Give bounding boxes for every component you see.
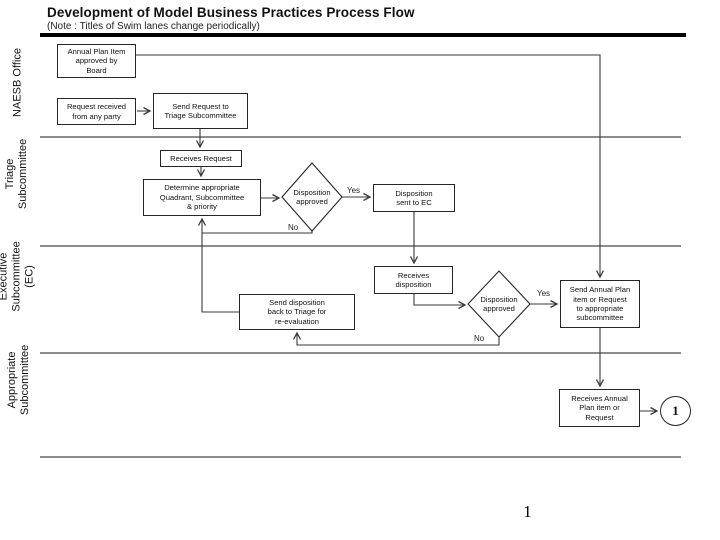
- decision-diamond-triage: [281, 162, 343, 232]
- node-receives-disposition: Receives disposition: [374, 266, 453, 294]
- offpage-connector-number: 1: [672, 403, 679, 418]
- lane-divider-4: [40, 456, 681, 458]
- edge-annual-plan-to-send-annual-plan: [136, 54, 605, 279]
- title-rule: [40, 33, 686, 37]
- decision-label-triage: Disposition approved: [293, 187, 331, 206]
- edge-decision-ec-no: [292, 331, 500, 346]
- node-determine-quadrant: Determine appropriate Quadrant, Subcommi…: [143, 179, 261, 216]
- offpage-connector-1: 1: [660, 396, 691, 426]
- page-title: Development of Model Business Practices …: [47, 5, 415, 20]
- node-receives-annual-plan: Receives Annual Plan item or Request: [559, 389, 640, 427]
- edge-send-back-to-determine: [197, 217, 239, 313]
- decision-diamond-ec: [467, 270, 531, 338]
- edge-label-ec-yes: Yes: [537, 289, 551, 298]
- lane-divider-2: [40, 245, 681, 247]
- node-send-annual-plan: Send Annual Plan item or Request to appr…: [560, 280, 640, 328]
- edge-receives-disposition-to-decision-ec: [413, 294, 467, 310]
- node-send-disposition-back: Send disposition back to Triage for re-e…: [239, 294, 355, 330]
- lane-divider-1: [40, 136, 681, 138]
- edge-label-triage-yes: Yes: [347, 186, 361, 195]
- node-request-received: Request received from any party: [57, 98, 136, 125]
- node-receives-request: Receives Request: [160, 150, 242, 167]
- node-annual-plan-approved: Annual Plan Item approved by Board: [57, 44, 136, 78]
- edge-label-ec-no: No: [474, 334, 485, 343]
- lane-divider-3: [40, 352, 681, 354]
- title-note: (Note : Titles of Swim lanes change peri…: [47, 21, 260, 32]
- slide-page-number: 1: [523, 502, 532, 521]
- edge-label-triage-no: No: [288, 223, 299, 232]
- node-send-request-triage: Send Request to Triage Subcommittee: [153, 93, 248, 129]
- decision-label-ec: Disposition approved: [480, 294, 518, 313]
- node-disposition-sent-ec: Disposition sent to EC: [373, 184, 455, 212]
